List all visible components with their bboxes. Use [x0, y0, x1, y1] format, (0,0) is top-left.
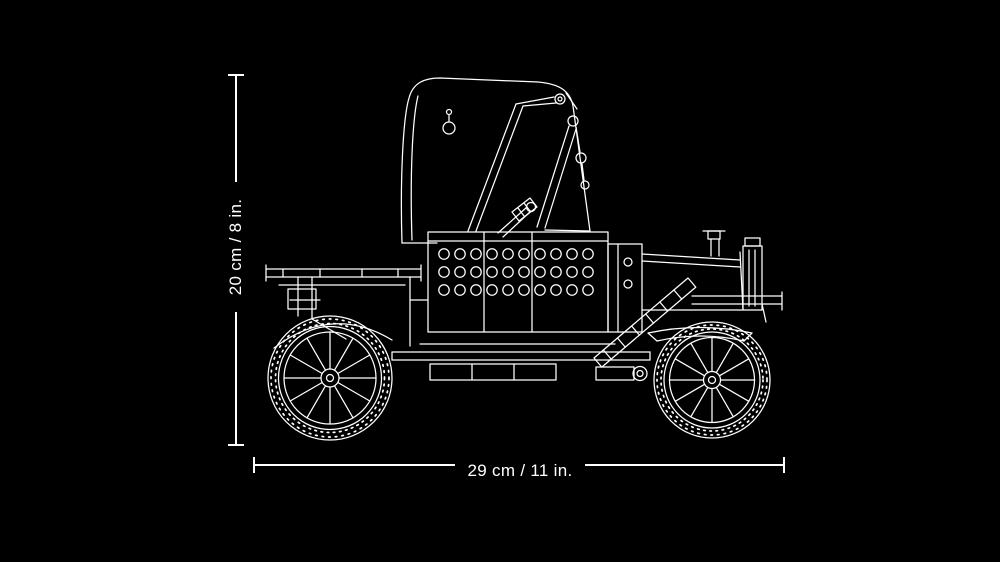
front-mudguard-strip — [594, 278, 696, 367]
width-dimension-line-right — [585, 464, 783, 466]
width-dimension-label: 29 cm / 11 in. — [467, 461, 573, 480]
chassis — [392, 352, 650, 381]
car-body — [420, 232, 615, 344]
height-dimension-top-cap — [228, 74, 244, 76]
hood — [642, 231, 782, 341]
height-dimension-label: 20 cm / 8 in. — [226, 198, 245, 296]
width-dimension-line-left — [255, 464, 455, 466]
cowl — [608, 244, 642, 332]
rear-rack — [266, 265, 428, 348]
width-dimension-right-cap — [783, 457, 785, 473]
width-dimension-left-cap — [253, 457, 255, 473]
front-wheel-spokes — [670, 338, 755, 423]
height-dimension-line-upper — [235, 76, 237, 182]
rear-wheel — [268, 316, 392, 440]
windshield-struts — [468, 93, 589, 231]
front-wheel — [654, 322, 770, 438]
height-dimension-line-lower — [235, 312, 237, 444]
rear-wheel-spokes — [284, 332, 376, 424]
height-dimension-bottom-cap — [228, 444, 244, 446]
canopy-roof — [401, 78, 590, 243]
body-studs — [439, 249, 593, 295]
steering-column — [498, 198, 537, 237]
